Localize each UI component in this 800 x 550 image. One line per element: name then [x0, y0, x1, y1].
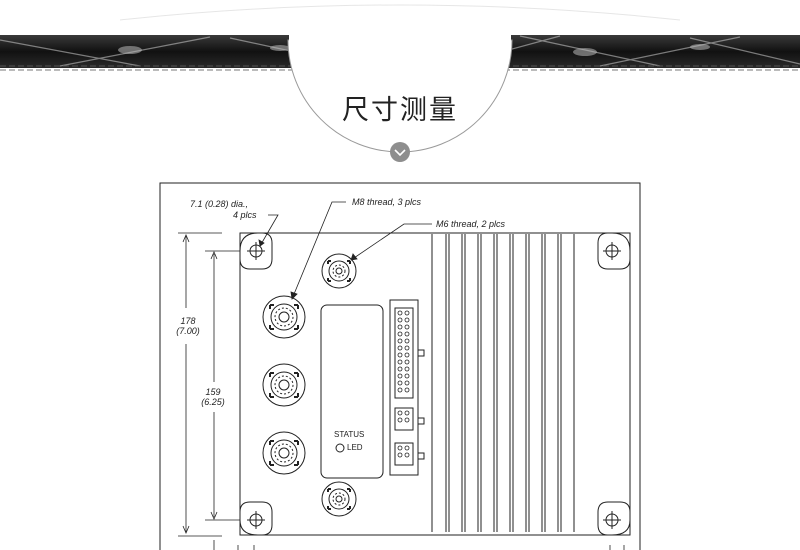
banner-graphic: [0, 4, 800, 162]
mounting-hole-icon: [239, 232, 273, 270]
outer-height-in: (7.00): [176, 326, 200, 336]
mounting-hole-icon: [239, 501, 273, 536]
connector-housing: [389, 299, 419, 476]
terminal-post-icon: [262, 295, 306, 339]
display-window: [320, 304, 384, 479]
chevron-down-icon[interactable]: [390, 142, 410, 162]
status-label-line1: STATUS: [334, 430, 364, 439]
inner-height-mm: 159: [205, 387, 220, 397]
drawing-frame: [159, 182, 641, 550]
mounting-hole-icon: [597, 232, 631, 270]
controller-body: [239, 232, 631, 536]
outer-height-mm: 178: [180, 316, 195, 326]
terminal-post-icon: [262, 363, 306, 407]
status-label-line2: LED: [347, 443, 363, 452]
dimension-lines: [178, 201, 625, 550]
header-banner: [0, 0, 800, 170]
terminal-post-icon: [262, 431, 306, 475]
terminal-post-icon: [321, 481, 357, 517]
status-led: [335, 443, 345, 453]
hole-diameter-label-line2: 4 plcs: [233, 210, 257, 220]
hole-diameter-label-line1: 7.1 (0.28) dia.,: [190, 199, 248, 209]
terminal-post-icon: [321, 253, 357, 289]
inner-height-in: (6.25): [201, 397, 225, 407]
m6-thread-label: M6 thread, 2 plcs: [436, 219, 506, 229]
mounting-hole-icon: [597, 501, 631, 536]
heatsink-fins: [431, 234, 575, 532]
connector-pins: [397, 310, 410, 458]
m8-thread-label: M8 thread, 3 plcs: [352, 197, 422, 207]
section-title: 尺寸测量: [342, 95, 458, 126]
